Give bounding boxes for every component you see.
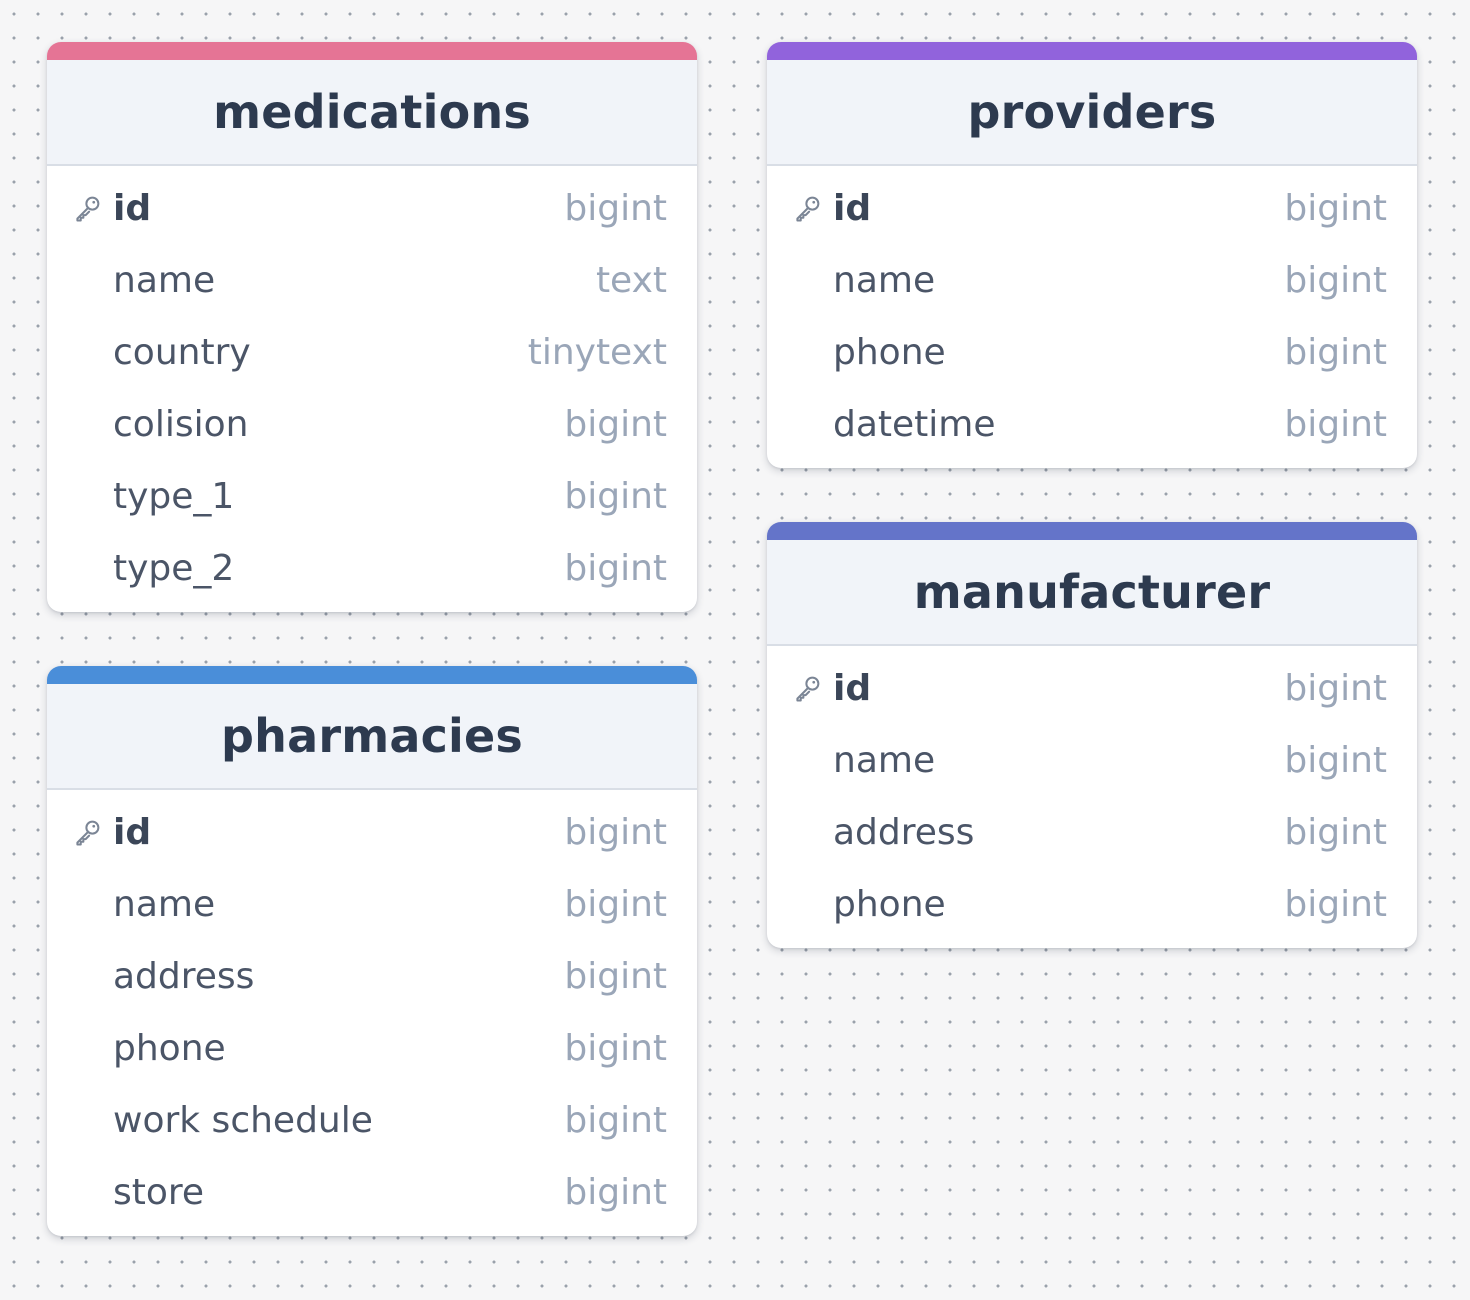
column-name: datetime: [833, 403, 996, 445]
column-name: type_2: [113, 547, 235, 589]
column-name: phone: [833, 331, 946, 373]
column-name: name: [113, 259, 216, 301]
column-row[interactable]: phone bigint: [767, 316, 1417, 388]
column-type: bigint: [1284, 811, 1387, 853]
column-type: bigint: [1284, 667, 1387, 709]
table-title: providers: [967, 85, 1217, 139]
table-pharmacies[interactable]: pharmacies id bigint name bigint address bigi…: [47, 666, 697, 1236]
column-row[interactable]: id bigint: [767, 172, 1417, 244]
column-type: bigint: [564, 955, 667, 997]
table-accent-bar: [47, 42, 697, 60]
column-type: bigint: [564, 187, 667, 229]
column-type: bigint: [564, 475, 667, 517]
column-row[interactable]: id bigint: [47, 172, 697, 244]
column-row[interactable]: id bigint: [767, 652, 1417, 724]
column-name: name: [113, 883, 216, 925]
table-header[interactable]: manufacturer: [767, 540, 1417, 646]
key-icon: [793, 193, 823, 223]
key-icon: [793, 673, 823, 703]
table-header[interactable]: medications: [47, 60, 697, 166]
column-row[interactable]: type_1 bigint: [47, 460, 697, 532]
column-name: name: [833, 739, 936, 781]
column-type: bigint: [1284, 883, 1387, 925]
column-type: bigint: [1284, 403, 1387, 445]
column-type: bigint: [1284, 331, 1387, 373]
table-accent-bar: [767, 42, 1417, 60]
column-list: id bigint name bigint address bigint phone bigi…: [767, 646, 1417, 948]
column-type: bigint: [1284, 187, 1387, 229]
column-name: address: [113, 955, 255, 997]
table-title: pharmacies: [221, 709, 523, 763]
column-type: bigint: [564, 1171, 667, 1213]
column-row[interactable]: name bigint: [767, 724, 1417, 796]
column-name: work schedule: [113, 1099, 373, 1141]
column-type: bigint: [564, 883, 667, 925]
column-type: bigint: [564, 1027, 667, 1069]
table-manufacturer[interactable]: manufacturer id bigint name bigint address bi…: [767, 522, 1417, 948]
table-title: manufacturer: [913, 565, 1271, 619]
column-name: name: [833, 259, 936, 301]
table-accent-bar: [47, 666, 697, 684]
table-header[interactable]: providers: [767, 60, 1417, 166]
column-name: colision: [113, 403, 249, 445]
column-type: bigint: [1284, 739, 1387, 781]
column-row[interactable]: name bigint: [47, 868, 697, 940]
column-name: type_1: [113, 475, 235, 517]
column-row[interactable]: address bigint: [47, 940, 697, 1012]
column-name: phone: [833, 883, 946, 925]
column-row[interactable]: type_2 bigint: [47, 532, 697, 604]
column-row[interactable]: store bigint: [47, 1156, 697, 1228]
column-row[interactable]: name text: [47, 244, 697, 316]
column-row[interactable]: name bigint: [767, 244, 1417, 316]
table-medications[interactable]: medications id bigint name text country tinyt…: [47, 42, 697, 612]
column-list: id bigint name text country tinytext colision b…: [47, 166, 697, 612]
key-icon: [73, 193, 103, 223]
column-row[interactable]: phone bigint: [47, 1012, 697, 1084]
column-row[interactable]: datetime bigint: [767, 388, 1417, 460]
column-type: text: [595, 259, 667, 301]
key-icon: [73, 817, 103, 847]
column-name: id: [113, 811, 152, 853]
column-row[interactable]: id bigint: [47, 796, 697, 868]
column-type: bigint: [564, 547, 667, 589]
column-row[interactable]: phone bigint: [767, 868, 1417, 940]
column-name: address: [833, 811, 975, 853]
column-list: id bigint name bigint address bigint phone bigi…: [47, 790, 697, 1236]
table-header[interactable]: pharmacies: [47, 684, 697, 790]
column-type: bigint: [564, 1099, 667, 1141]
column-name: id: [113, 187, 152, 229]
column-name: phone: [113, 1027, 226, 1069]
column-name: id: [833, 187, 872, 229]
column-name: id: [833, 667, 872, 709]
column-type: bigint: [1284, 259, 1387, 301]
table-title: medications: [213, 85, 531, 139]
column-row[interactable]: work schedule bigint: [47, 1084, 697, 1156]
column-row[interactable]: country tinytext: [47, 316, 697, 388]
column-row[interactable]: colision bigint: [47, 388, 697, 460]
table-accent-bar: [767, 522, 1417, 540]
column-type: bigint: [564, 403, 667, 445]
column-row[interactable]: address bigint: [767, 796, 1417, 868]
column-type: bigint: [564, 811, 667, 853]
column-list: id bigint name bigint phone bigint datetime big…: [767, 166, 1417, 468]
column-name: store: [113, 1171, 205, 1213]
column-name: country: [113, 331, 251, 373]
column-type: tinytext: [527, 331, 667, 373]
